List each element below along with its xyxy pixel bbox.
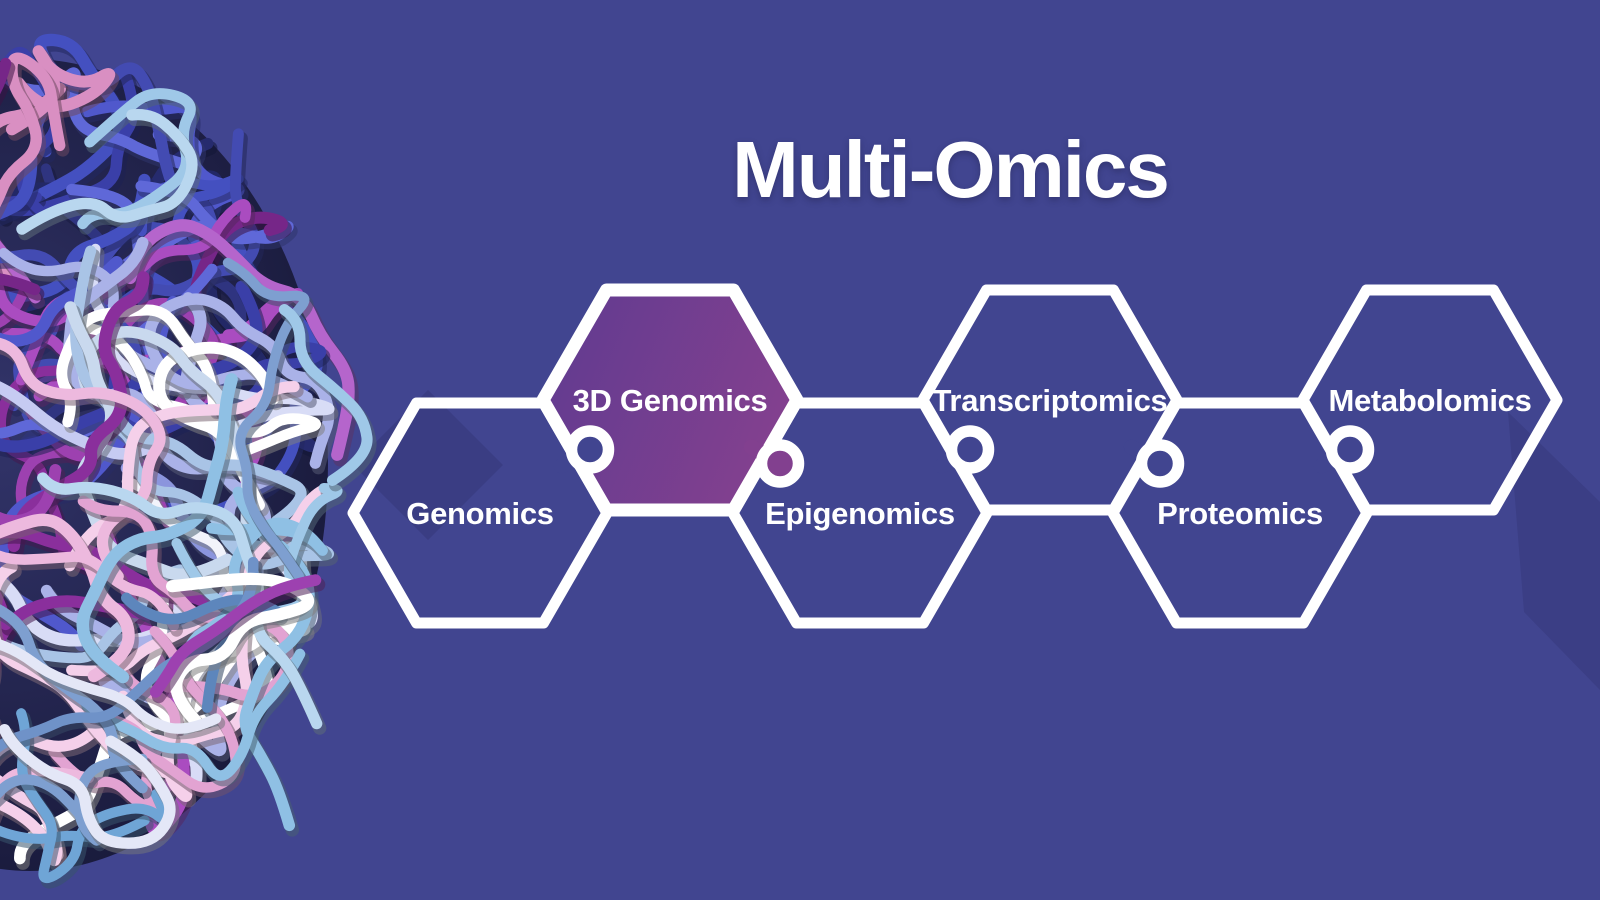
fiber-strand [37, 472, 323, 730]
fiber-strands [0, 33, 377, 889]
fiber-strand [0, 604, 148, 794]
fiber-strand [0, 724, 176, 849]
connector-knob [1135, 439, 1185, 488]
fiber-strand [0, 173, 151, 304]
decor-diamond [353, 390, 503, 540]
puzzle-piece-metabolomics: Metabolomics [1297, 284, 1563, 516]
fiber-strand [278, 304, 373, 486]
fiber-strand [0, 595, 154, 655]
piece-label-highlighted: 3D Genomics [573, 383, 768, 418]
piece-label: Metabolomics [1328, 383, 1531, 418]
fiber-strand [0, 381, 167, 460]
fiber-strand [222, 257, 310, 582]
connector-knob [1325, 425, 1375, 474]
piece-label: Transcriptomics [933, 383, 1168, 418]
puzzle-connector-2 [743, 439, 805, 488]
hexagon-shape [1297, 284, 1563, 516]
connector-knob [755, 439, 805, 488]
fiber-strand [149, 574, 322, 698]
decor-band [1508, 412, 1600, 690]
fiber-strand [76, 373, 238, 684]
puzzle-piece-genomics: Genomics [347, 397, 613, 629]
piece-label: Proteomics [1157, 496, 1323, 531]
fiber-strand [0, 775, 64, 861]
puzzle-connector-1 [553, 425, 615, 474]
piece-label: Genomics [406, 496, 553, 531]
fiber-strand [0, 513, 135, 683]
fiber-strand [16, 108, 198, 235]
fiber-strand [0, 255, 123, 347]
connector-knob [945, 425, 995, 474]
fiber-strand [79, 648, 306, 781]
fiber-strand [166, 572, 315, 727]
fiber-strand [0, 550, 179, 632]
fiber-strand [124, 219, 355, 461]
chromatin-ball-illustration [0, 33, 377, 889]
connector-knob [565, 425, 615, 474]
puzzle-connector-4 [1123, 439, 1185, 488]
piece-label: Epigenomics [765, 496, 955, 531]
fiber-strand [0, 52, 66, 280]
puzzle-connector-5 [1313, 425, 1375, 474]
puzzle-connector-3 [933, 425, 995, 474]
fiber-strand [0, 639, 222, 734]
page-title: Multi-Omics [732, 125, 1170, 214]
